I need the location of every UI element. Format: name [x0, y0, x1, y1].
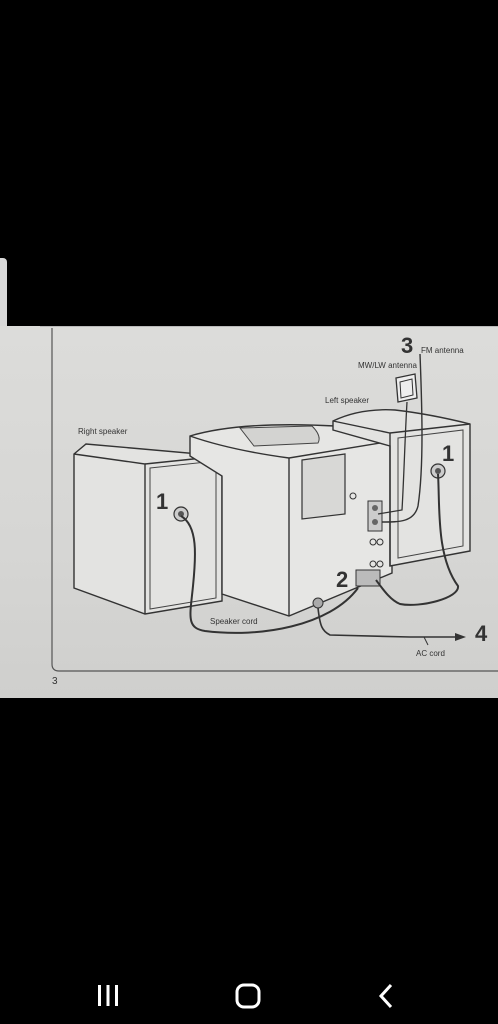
- recent-apps-icon: [98, 985, 118, 1006]
- ac-cord: [317, 607, 455, 638]
- right-speaker-box: [73, 443, 223, 615]
- ac-cord-label: AC cord: [416, 649, 445, 658]
- main-unit-box: [189, 424, 393, 617]
- recent-apps-button[interactable]: [88, 976, 128, 1016]
- speaker-cord-label: Speaker cord: [210, 617, 258, 626]
- left-speaker-cord: [375, 473, 459, 606]
- connection-diagram: [40, 326, 498, 672]
- mw-lw-antenna: [377, 373, 418, 515]
- right-speaker-label: Right speaker: [78, 427, 128, 436]
- ac-inlet: [312, 597, 324, 609]
- navigation-bar: [0, 964, 498, 1024]
- step-1-right-number: 1: [156, 489, 169, 514]
- ac-cord-arrow: [455, 633, 466, 641]
- step-2-number: 2: [336, 567, 349, 592]
- left-speaker-label: Left speaker: [325, 396, 370, 405]
- back-button[interactable]: [366, 976, 406, 1016]
- home-icon: [235, 983, 261, 1009]
- step-4-number: 4: [475, 621, 488, 646]
- mw-lw-antenna-label: MW/LW antenna: [358, 361, 417, 370]
- page-number: 3: [52, 676, 58, 687]
- back-icon: [378, 983, 393, 1009]
- manual-photo: FM antenna MW/LW antenna Left speaker Ri…: [0, 326, 498, 698]
- speaker-terminals: [355, 569, 381, 587]
- step-3-number: 3: [401, 333, 414, 358]
- home-button[interactable]: [228, 976, 268, 1016]
- fm-antenna-label: FM antenna: [421, 346, 464, 355]
- page-border: [51, 328, 498, 672]
- fm-antenna-wire: [381, 353, 423, 523]
- right-speaker-cord: [180, 515, 359, 634]
- step-1-left-number: 1: [442, 441, 455, 466]
